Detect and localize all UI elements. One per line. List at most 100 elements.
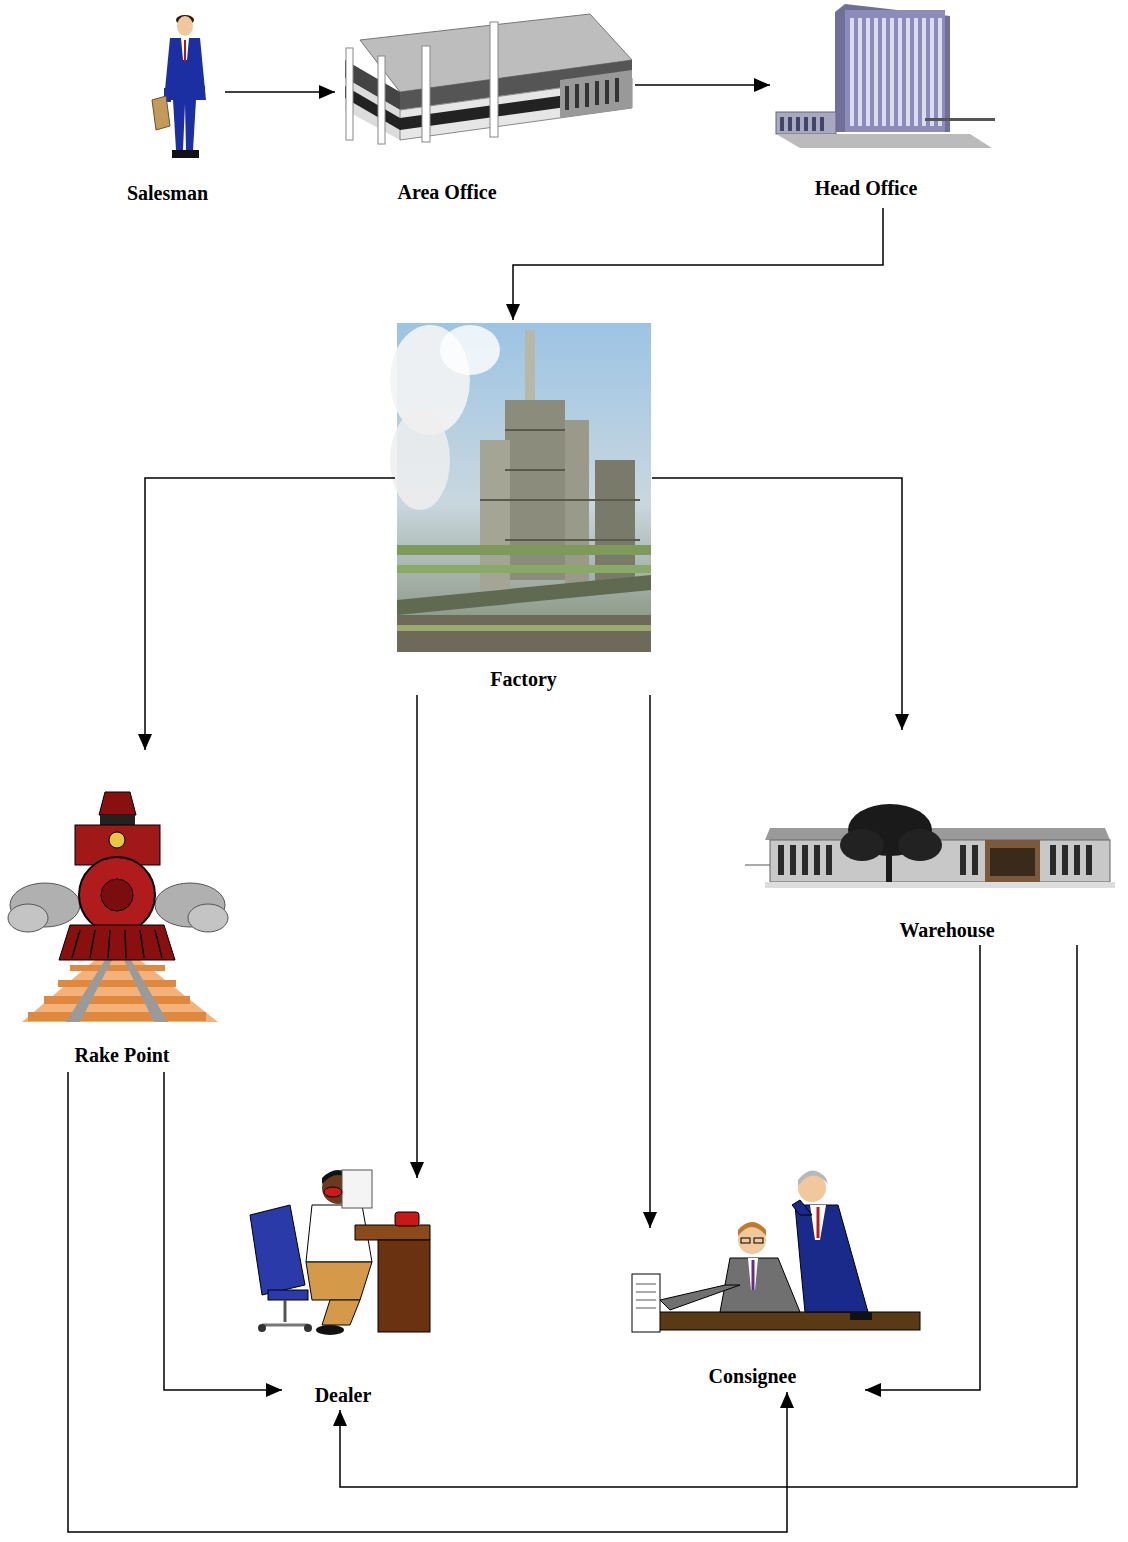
- flow-arrow: [652, 478, 902, 730]
- dealer-figure-part: [306, 1262, 372, 1300]
- locomotive-icon-part: [72, 930, 80, 958]
- dealer-figure: [250, 1170, 430, 1335]
- flow-arrow: [340, 945, 1077, 1487]
- dealer-figure-part: [304, 1324, 312, 1332]
- node-label: Consignee: [707, 1364, 799, 1388]
- locomotive-icon-part: [188, 904, 228, 932]
- factory-photo: [390, 323, 651, 652]
- head-office-building-part: [820, 117, 824, 131]
- area-office-node: Area Office: [335, 10, 635, 210]
- head-office-building-part: [874, 18, 878, 126]
- locomotive-icon-part: [90, 930, 95, 958]
- area-office-building-part: [575, 84, 579, 108]
- consignee-figures-part: [817, 1207, 820, 1238]
- consignee-node: Consignee: [640, 1228, 865, 1392]
- locomotive-icon-part: [101, 879, 133, 911]
- salesman-figure-part: [184, 40, 186, 62]
- warehouse-building-part: [765, 882, 1115, 888]
- factory-photo-part: [440, 325, 500, 375]
- node-label: Head Office: [813, 176, 920, 200]
- warehouse-building-part: [745, 865, 770, 866]
- flow-arrow: [649, 695, 651, 1228]
- salesman-figure: [152, 15, 206, 158]
- flow-arrow: [225, 91, 335, 93]
- dealer-figure-part: [316, 1325, 344, 1335]
- flow-arrow: [513, 208, 883, 320]
- warehouse-building-part: [1050, 845, 1056, 875]
- warehouse-building-part: [898, 829, 942, 861]
- locomotive-icon-part: [124, 960, 168, 1022]
- factory-photo-part: [390, 410, 450, 510]
- locomotive-icon-part: [59, 925, 175, 960]
- consignee-figures-part: [795, 1205, 868, 1312]
- warehouse-building-part: [826, 845, 832, 875]
- factory-photo-part: [505, 539, 640, 541]
- salesman-figure-part: [172, 150, 186, 158]
- node-label: Area Office: [395, 180, 498, 204]
- flow-arrow: [68, 1072, 787, 1532]
- locomotive-icon-part: [28, 1012, 206, 1021]
- warehouse-building-part: [972, 845, 978, 875]
- salesman-figure-part: [198, 86, 205, 100]
- locomotive-icon: [8, 792, 228, 1022]
- warehouse-building: [745, 804, 1115, 888]
- consignee-figures-part: [748, 1258, 758, 1290]
- head-office-building-part: [780, 117, 784, 131]
- warehouse-building-part: [886, 850, 892, 886]
- consignee-figures-part: [636, 1284, 656, 1308]
- dealer-figure-part: [250, 1205, 305, 1295]
- head-office-building-part: [925, 118, 995, 121]
- flow-arrow: [865, 945, 980, 1390]
- consignee-figures-part: [636, 1284, 656, 1285]
- dealer-figure-part: [342, 1170, 372, 1208]
- salesman-figure-part: [185, 150, 199, 158]
- flow-arrow: [416, 695, 418, 1178]
- locomotive-icon-part: [100, 815, 135, 825]
- head-office-building-part: [866, 18, 870, 126]
- locomotive-icon-part: [72, 930, 162, 958]
- consignee-figures-part: [660, 1285, 740, 1310]
- factory-photo-part: [480, 499, 640, 501]
- head-office-building-part: [845, 10, 945, 132]
- head-office-building-part: [804, 117, 808, 131]
- area-office-building-part: [565, 86, 569, 110]
- head-office-building-part: [882, 18, 886, 126]
- dealer-figure-part: [355, 1225, 430, 1240]
- consignee-figures-part: [792, 1200, 812, 1215]
- factory-photo-part: [505, 469, 565, 471]
- head-office-building-part: [930, 18, 934, 126]
- head-office-building-part: [776, 112, 836, 134]
- head-office-building-part: [796, 117, 800, 131]
- locomotive-icon-part: [70, 965, 165, 971]
- head-office-building-part: [812, 117, 816, 131]
- dealer-figure-part: [262, 1324, 308, 1327]
- locomotive-icon-part: [108, 930, 110, 958]
- consignee-figures-part: [810, 1205, 826, 1240]
- salesman-figure-part: [177, 16, 193, 36]
- dealer-figure-part: [395, 1212, 419, 1226]
- dealer-node: Dealer: [282, 1178, 440, 1410]
- factory-photo-part: [565, 420, 589, 590]
- area-office-building-part: [585, 83, 589, 107]
- consignee-figures-part: [650, 1312, 920, 1330]
- consignee-figures: [632, 1170, 920, 1332]
- factory-photo-part: [397, 545, 651, 555]
- node-label: Rake Point: [73, 1043, 172, 1067]
- factory-photo-part: [397, 625, 651, 631]
- node-label: Factory: [488, 667, 559, 691]
- head-office-building: [776, 4, 995, 148]
- head-office-building-part: [776, 134, 992, 148]
- flow-arrow: [635, 84, 770, 86]
- head-office-building-part: [850, 18, 854, 126]
- warehouse-building-part: [790, 845, 796, 875]
- salesman-figure-part: [152, 96, 170, 130]
- factory-photo-part: [397, 615, 651, 652]
- consignee-figures-part: [738, 1222, 766, 1236]
- area-office-building-part: [595, 81, 599, 105]
- locomotive-icon-part: [125, 930, 126, 958]
- warehouse-building-part: [840, 829, 884, 861]
- head-office-building-part: [890, 18, 894, 126]
- locomotive-icon-part: [44, 996, 190, 1004]
- consignee-figures-part: [636, 1308, 656, 1309]
